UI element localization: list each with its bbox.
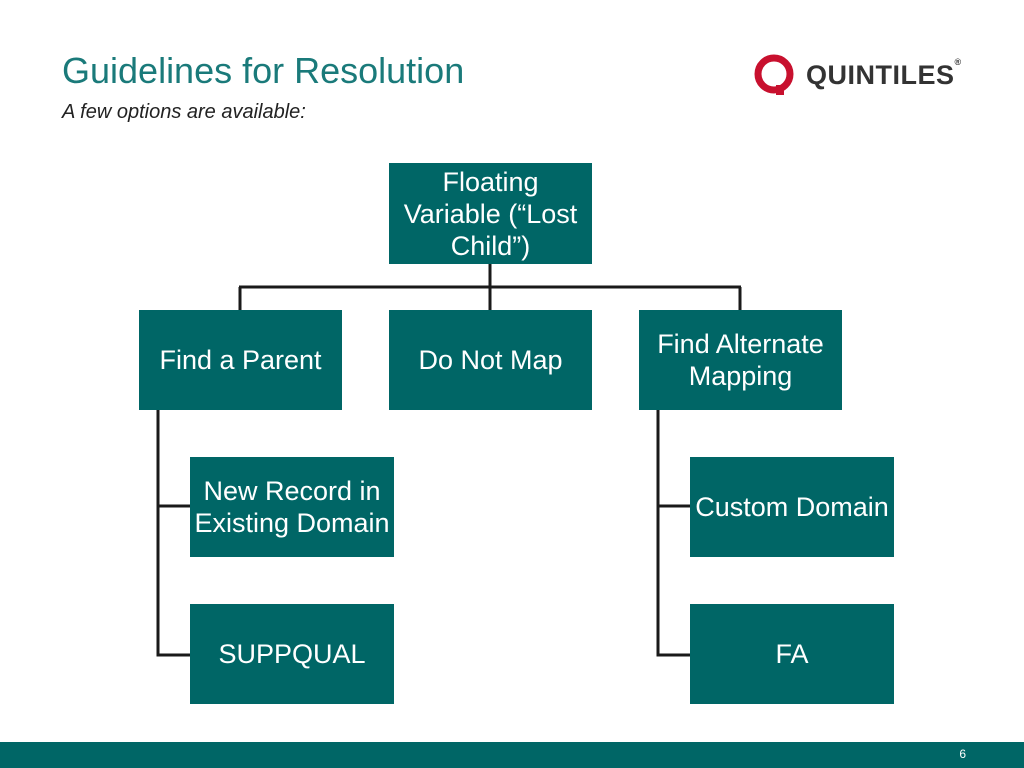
suppqual-box: SUPPQUAL	[190, 604, 394, 704]
connector-alternate-branch	[656, 410, 690, 657]
do-not-map-label: Do Not Map	[418, 345, 563, 375]
find-parent-box: Find a Parent	[139, 310, 342, 410]
find-alternate-box: Find Alternate Mapping	[639, 310, 842, 410]
find-alternate-label: Find Alternate Mapping	[657, 329, 824, 391]
logo-wordmark: QUINTILES	[806, 60, 955, 90]
page-number: 6	[959, 747, 966, 761]
slide-subtitle: A few options are available:	[62, 101, 306, 123]
root-box: Floating Variable (“Lost Child”)	[389, 163, 592, 264]
new-record-box: New Record in Existing Domain	[190, 457, 394, 557]
new-record-label: New Record in Existing Domain	[194, 476, 390, 538]
root-label: Floating Variable (“Lost Child”)	[403, 166, 578, 261]
do-not-map-box: Do Not Map	[389, 310, 592, 410]
find-parent-label: Find a Parent	[159, 345, 322, 375]
registered-mark: ®	[954, 57, 962, 67]
footer-bar: 6	[0, 742, 1024, 768]
logo-text: QUINTILES®	[806, 52, 962, 98]
quintiles-logo-icon	[754, 54, 794, 95]
quintiles-logo: QUINTILES®	[752, 52, 962, 98]
custom-domain-label: Custom Domain	[695, 492, 889, 522]
connector-parent-branch	[156, 410, 190, 657]
suppqual-label: SUPPQUAL	[218, 639, 366, 669]
slide-title: Guidelines for Resolution	[62, 50, 465, 91]
fa-box: FA	[690, 604, 894, 704]
custom-domain-box: Custom Domain	[690, 457, 894, 557]
fa-label: FA	[775, 639, 809, 669]
